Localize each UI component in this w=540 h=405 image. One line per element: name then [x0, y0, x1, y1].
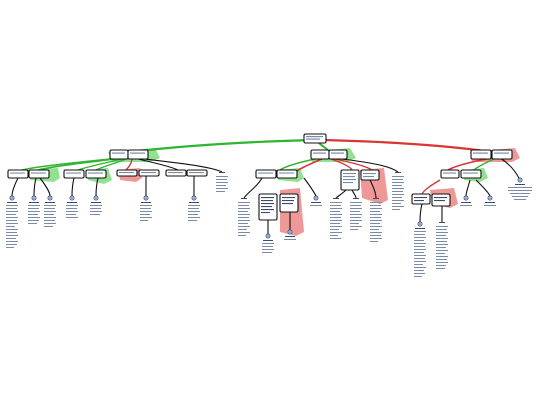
evidence-leaf[interactable]	[370, 198, 382, 242]
evidence-leaf[interactable]	[216, 172, 228, 192]
claim-node[interactable]	[255, 169, 277, 179]
evidence-leaf[interactable]	[90, 195, 102, 215]
claim-node[interactable]	[138, 169, 160, 177]
evidence-leaf[interactable]	[484, 195, 496, 206]
claim-node[interactable]	[165, 169, 187, 177]
branch-node[interactable]	[470, 149, 513, 160]
claim-node[interactable]	[258, 193, 278, 221]
evidence-leaf[interactable]	[460, 195, 472, 206]
evidence-leaf[interactable]	[414, 221, 426, 277]
evidence-leaf[interactable]	[262, 233, 274, 253]
claim-node[interactable]	[276, 169, 298, 179]
claim-node[interactable]	[360, 169, 380, 181]
claim-node[interactable]	[116, 169, 138, 177]
evidence-leaf[interactable]	[330, 198, 342, 239]
evidence-leaf[interactable]	[350, 198, 362, 230]
evidence-leaf[interactable]	[140, 195, 152, 221]
claim-node[interactable]	[440, 169, 460, 179]
evidence-leaf[interactable]	[436, 222, 448, 269]
evidence-leaf[interactable]	[66, 195, 78, 218]
claim-node[interactable]	[431, 193, 451, 207]
evidence-leaf[interactable]	[284, 229, 296, 240]
evidence-leaf[interactable]	[310, 195, 322, 206]
claim-node[interactable]	[460, 169, 482, 179]
evidence-leaf[interactable]	[508, 177, 532, 200]
evidence-leaf[interactable]	[28, 195, 40, 224]
node-layer	[7, 133, 513, 221]
leaf-layer	[6, 172, 532, 277]
claim-node[interactable]	[340, 169, 360, 191]
claim-node[interactable]	[7, 169, 29, 179]
claim-node[interactable]	[186, 169, 208, 177]
evidence-leaf[interactable]	[44, 195, 56, 227]
branch-node[interactable]	[310, 149, 348, 160]
claim-node[interactable]	[411, 193, 431, 205]
evidence-leaf[interactable]	[238, 198, 250, 236]
claim-node[interactable]	[85, 169, 107, 179]
evidence-leaf[interactable]	[392, 172, 404, 210]
evidence-leaf[interactable]	[188, 195, 200, 221]
evidence-leaf[interactable]	[6, 195, 18, 248]
branch-node[interactable]	[109, 149, 149, 160]
root-node[interactable]	[303, 133, 327, 144]
claim-node[interactable]	[63, 169, 85, 179]
claim-node[interactable]	[28, 169, 50, 179]
claim-node[interactable]	[279, 193, 299, 213]
